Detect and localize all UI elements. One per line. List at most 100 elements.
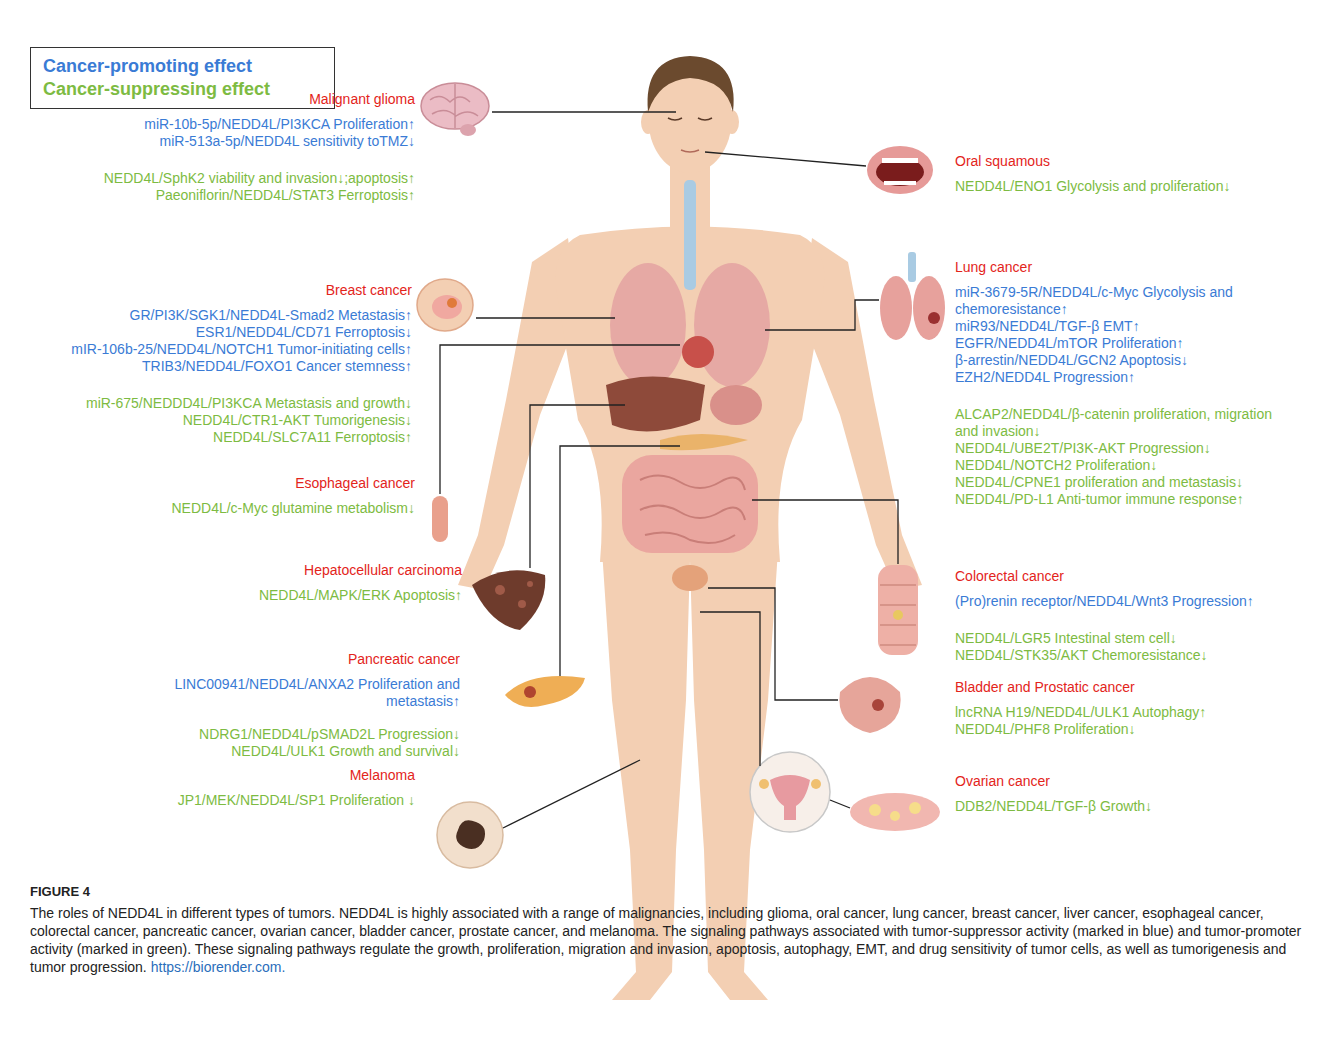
leader-line — [503, 760, 640, 828]
pathway-text: TRIB3/NEDD4L/FOXO1 Cancer stemness↑ — [71, 358, 412, 375]
pathway-text: NEDD4L/STK35/AKT Chemoresistance↓ — [955, 647, 1254, 664]
liver — [606, 377, 705, 432]
mouth-icon — [867, 146, 933, 194]
cancer-panel: MelanomaJP1/MEK/NEDD4L/SP1 Proliferation… — [178, 767, 415, 809]
ovary-small — [811, 779, 821, 789]
bladder — [672, 565, 708, 591]
teeth — [884, 181, 916, 185]
cancer-heading: Bladder and Prostatic cancer — [955, 679, 1206, 696]
trachea — [684, 180, 696, 290]
caption-box: The roles of NEDD4L in different types o… — [30, 904, 1302, 976]
right-eye — [698, 118, 712, 120]
follicle — [869, 804, 881, 816]
uterus-icon — [770, 775, 810, 820]
legend-text: Cancer-promoting effect — [43, 56, 252, 76]
leader-line — [560, 446, 680, 676]
stomach — [710, 385, 762, 425]
lung-lobe — [880, 276, 912, 340]
heart — [682, 336, 714, 368]
pathway-text: mIR-106b-25/NEDD4L/NOTCH1 Tumor-initiati… — [71, 341, 412, 358]
cancer-panel: Bladder and Prostatic cancer lncRNA H19/N… — [955, 679, 1206, 738]
cancer-heading: Pancreatic cancer — [120, 651, 460, 668]
leader-lines — [440, 112, 898, 828]
legend-box: Cancer-promoting effectCancer-suppressin… — [30, 47, 335, 109]
lung-tumor — [928, 312, 940, 324]
cancer-heading: Lung cancer — [955, 259, 1280, 276]
liver-spot — [495, 585, 505, 595]
pathway-text: β-arrestin/NEDD4L/GCN2 Apoptosis↓ — [955, 352, 1280, 369]
pathway-text: NEDD4L/PD-L1 Anti-tumor immune response↑ — [955, 491, 1280, 508]
lung-trachea — [908, 252, 916, 282]
colon-polyp — [893, 610, 903, 620]
teeth — [882, 158, 918, 163]
cancer-panel: Esophageal cancerNEDD4L/c-Myc glutamine … — [171, 475, 415, 517]
bladder-tumor — [872, 699, 884, 711]
pathway-text: EZH2/NEDD4L Progression↑ — [955, 369, 1280, 386]
bladder-icon — [839, 677, 900, 733]
pathway-text: NEDD4L/NOTCH2 Proliferation↓ — [955, 457, 1280, 474]
cancer-heading: Esophageal cancer — [171, 475, 415, 492]
pathway-text: miR-3679-5R/NEDD4L/c-Myc Glycolysis and … — [955, 284, 1280, 318]
breast-tumor — [447, 298, 457, 308]
pathway-text: NEDD4L/SphK2 viability and invasion↓;apo… — [104, 170, 415, 187]
intestine-folds — [640, 475, 745, 543]
ovary-icon — [850, 793, 940, 831]
pathway-text: miR-513a-5p/NEDD4L sensitivity toTMZ↓ — [104, 133, 415, 150]
pathway-text: NEDD4L/MAPK/ERK Apoptosis↑ — [259, 587, 462, 604]
follicle — [890, 811, 900, 821]
breast-icon — [417, 279, 473, 331]
mouth-line — [681, 150, 699, 152]
left-lung — [610, 263, 686, 387]
pathway-text: Paeoniflorin/NEDD4L/STAT3 Ferroptosis↑ — [104, 187, 415, 204]
leader-line — [476, 317, 615, 318]
liver-spot — [518, 600, 526, 608]
pelvis-icon — [750, 752, 830, 832]
pathway-text: miR-10b-5p/NEDD4L/PI3KCA Proliferation↑ — [104, 116, 415, 133]
pathway-text: NEDD4L/ENO1 Glycolysis and proliferation… — [955, 178, 1230, 195]
cancer-panel: Ovarian cancerDDB2/NEDD4L/TGF-β Growth↓ — [955, 773, 1152, 815]
organs — [606, 180, 770, 591]
pancreas-icon — [505, 676, 585, 707]
legend-text: Cancer-suppressing effect — [43, 79, 270, 99]
pathway-text: NEDD4L/ULK1 Growth and survival↓ — [120, 743, 460, 760]
cancer-panel: Colorectal cancer(Pro)renin receptor/NED… — [955, 568, 1254, 664]
leader-line — [700, 612, 760, 766]
pathway-text: EGFR/NEDD4L/mTOR Proliferation↑ — [955, 335, 1280, 352]
pathway-text: miR93/NEDD4L/TGF-β EMT↑ — [955, 318, 1280, 335]
legend-entry: Cancer-promoting effect — [43, 55, 322, 78]
pathway-text: NDRG1/NEDD4L/pSMAD2L Progression↓ — [120, 726, 460, 743]
cancer-panel: Hepatocellular carcinomaNEDD4L/MAPK/ERK … — [259, 562, 462, 604]
cancer-panel: Oral squamousNEDD4L/ENO1 Glycolysis and … — [955, 153, 1230, 195]
lung-lobe — [913, 276, 945, 340]
brain-folds — [430, 84, 478, 128]
figure-label-box: FIGURE 4 — [30, 884, 90, 899]
human-body — [458, 63, 922, 1000]
intestines — [622, 455, 758, 553]
leader-line — [765, 300, 879, 330]
cancer-panel: Pancreatic cancerLINC00941/NEDD4L/ANXA2 … — [120, 651, 460, 760]
colon-icon — [878, 565, 918, 655]
legend-entry: Cancer-suppressing effect — [43, 78, 322, 101]
cancer-panel: Malignant glioma miR-10b-5p/NEDD4L/PI3KCA… — [104, 91, 415, 204]
source-link: https://biorender.com. — [151, 959, 286, 975]
cancer-panel: Lung cancer miR-3679-5R/NEDD4L/c-Myc Glyc… — [955, 259, 1280, 508]
pancreas — [660, 434, 748, 450]
brain-icon — [421, 83, 489, 129]
cancer-heading: Melanoma — [178, 767, 415, 784]
leader-line — [705, 152, 866, 166]
ovary-small — [759, 779, 769, 789]
pathway-text: JP1/MEK/NEDD4L/SP1 Proliferation ↓ — [178, 792, 415, 809]
follicle — [909, 802, 921, 814]
pathway-text: NEDD4L/UBE2T/PI3K-AKT Progression↓ — [955, 440, 1280, 457]
pathway-text: NEDD4L/c-Myc glutamine metabolism↓ — [171, 500, 415, 517]
cancer-panel: Breast cancerGR/PI3K/SGK1/NEDD4L-Smad2 M… — [71, 282, 412, 446]
cancer-heading: Malignant glioma — [104, 91, 415, 108]
pathway-text: lncRNA H19/NEDD4L/ULK1 Autophagy↑ — [955, 704, 1206, 721]
cancer-heading: Ovarian cancer — [955, 773, 1152, 790]
esophagus-icon — [432, 496, 448, 542]
cancer-heading: Colorectal cancer — [955, 568, 1254, 585]
breast-gland — [432, 295, 462, 319]
leader-line — [530, 405, 625, 568]
